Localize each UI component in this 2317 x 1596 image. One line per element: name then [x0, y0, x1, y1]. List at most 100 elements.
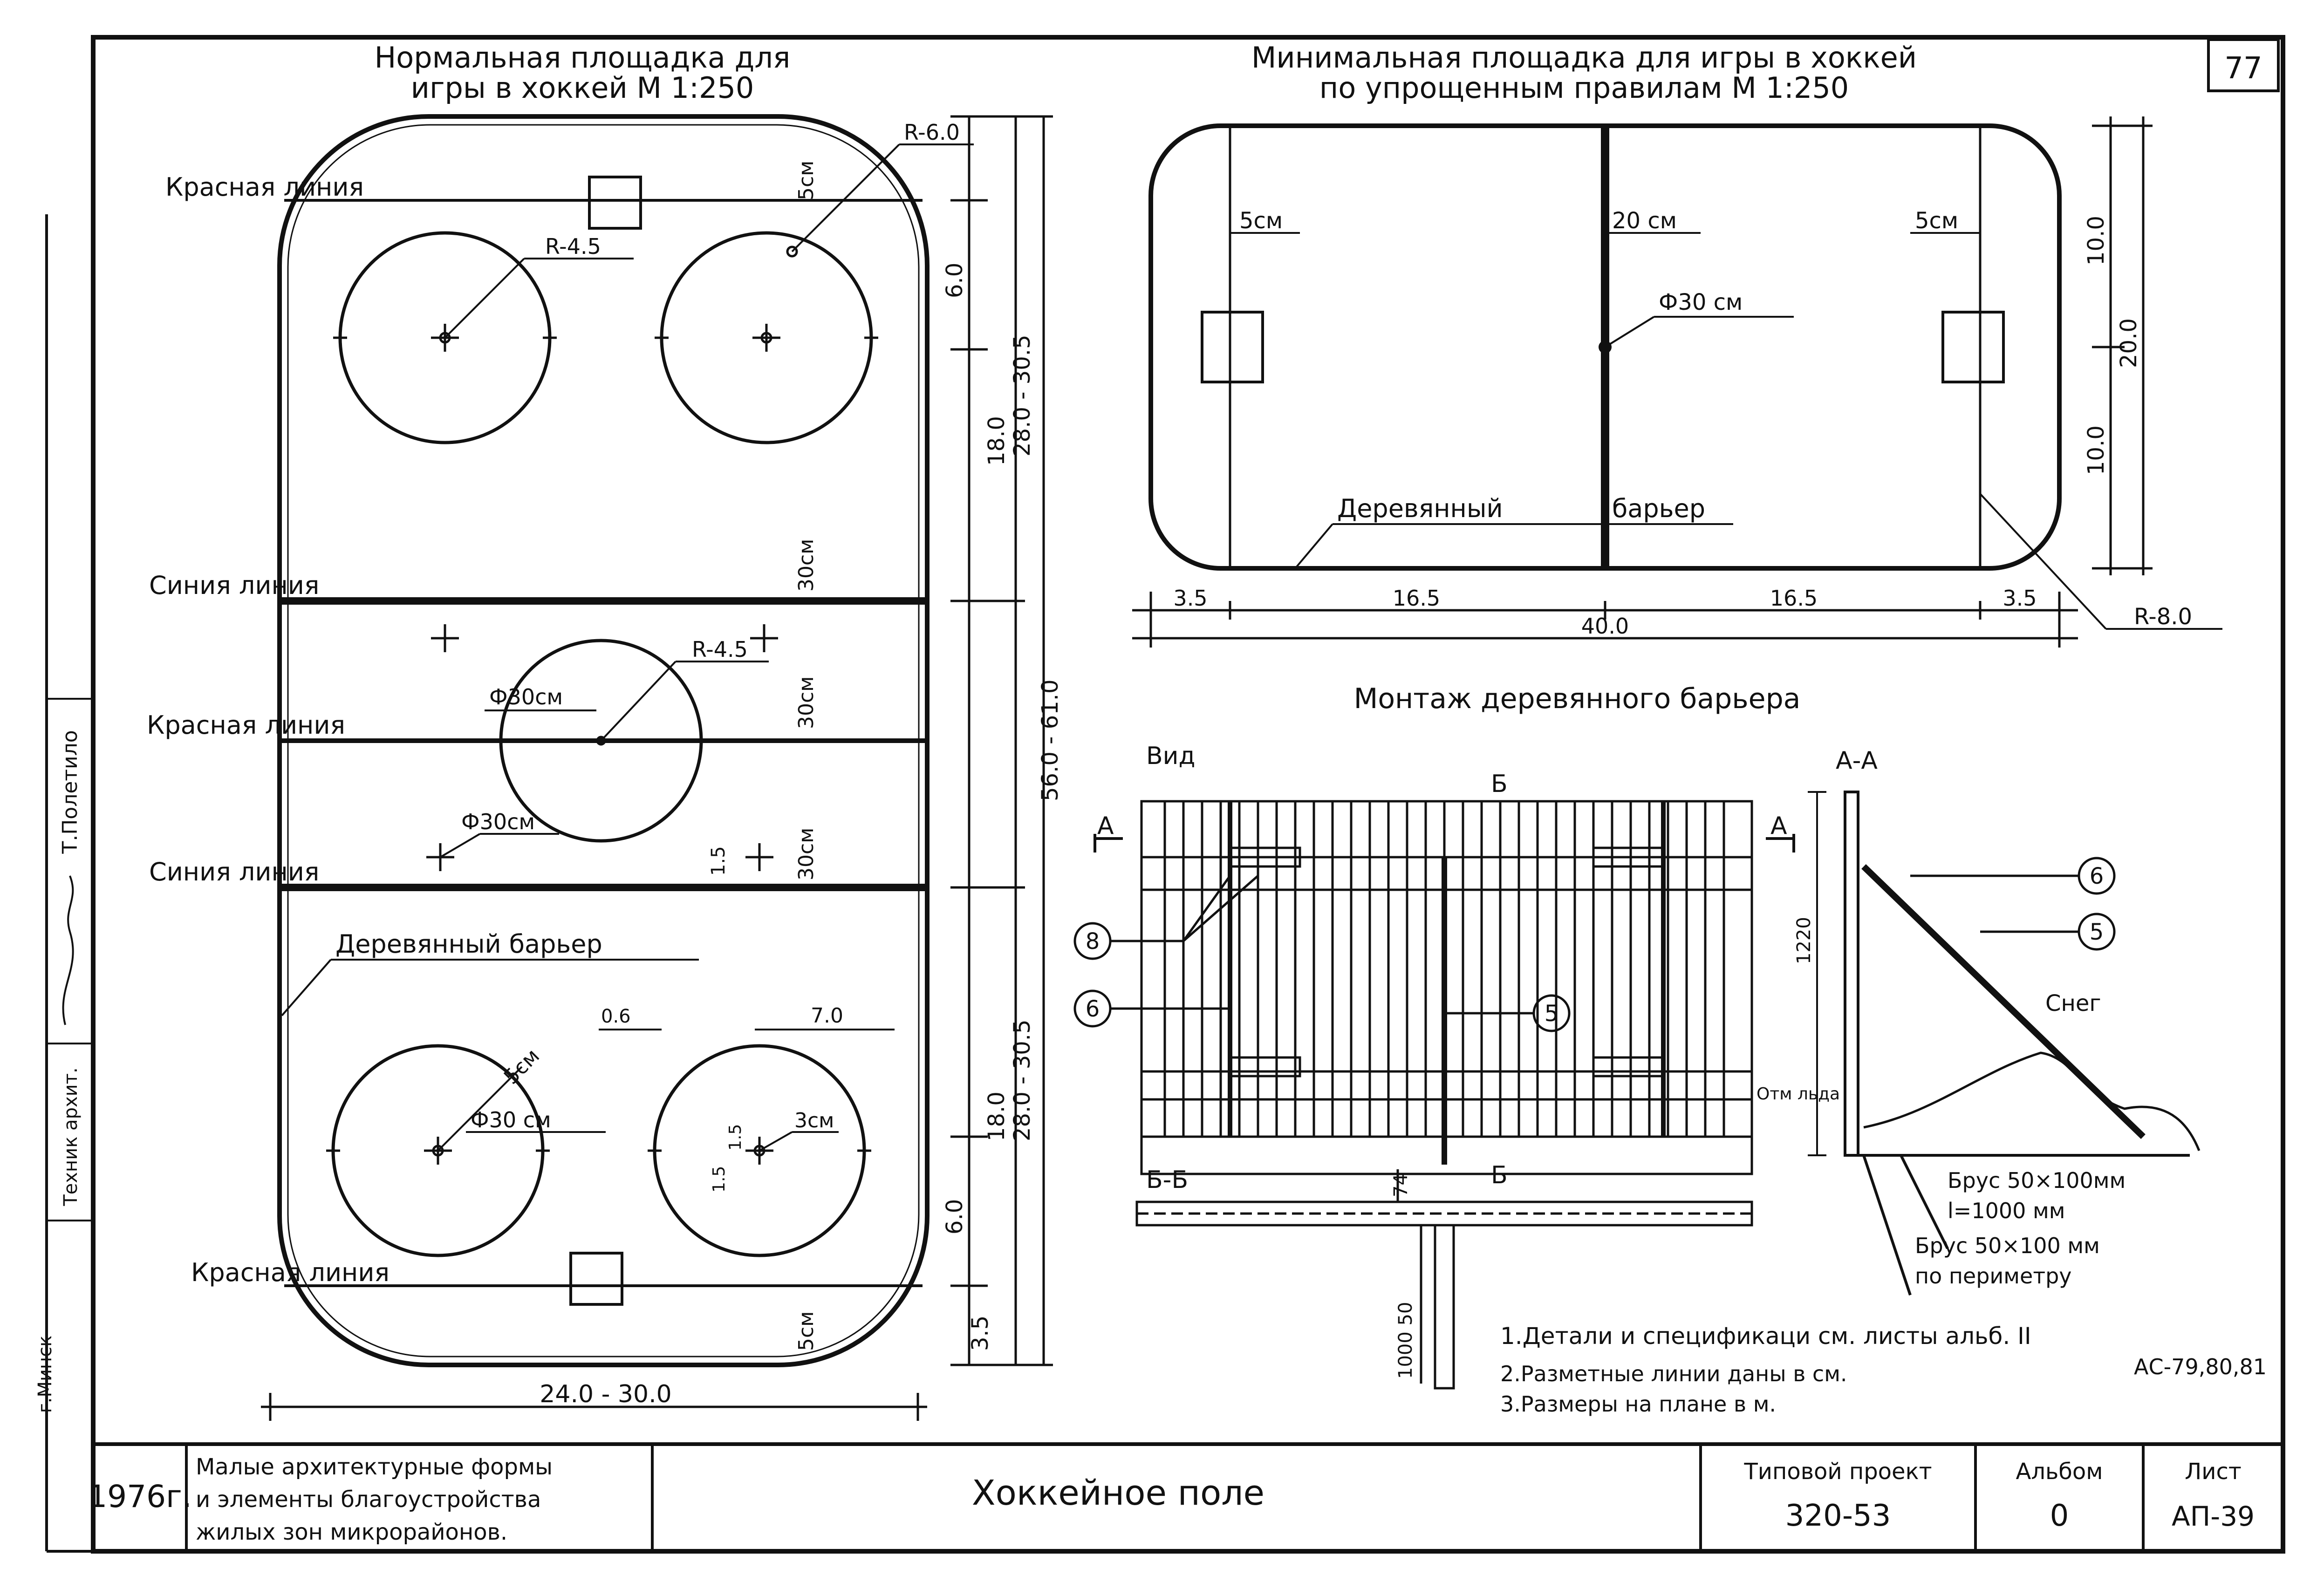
- barrier-title: Монтаж деревянного барьера: [1354, 682, 1801, 715]
- cm5-top-label: 5см: [794, 161, 818, 200]
- cm5-bottom-label: 5см: [794, 1311, 818, 1351]
- cut-a-right: А: [1770, 812, 1787, 840]
- typical-project-value: 320-53: [1785, 1499, 1891, 1533]
- note-3: 3.Размеры на плане в м.: [1500, 1391, 1776, 1417]
- min-dim-10-bottom: 10.0: [2083, 425, 2109, 475]
- city-label: г.Минск: [34, 1336, 56, 1413]
- minimal-rink-plan: Минимальная площадка для игры в хоккей п…: [1132, 41, 2222, 648]
- goal-bottom: [569, 1252, 623, 1306]
- callout-5-right: 5: [2090, 919, 2104, 945]
- cm30-c-label: 30см: [794, 828, 818, 880]
- note-2: 2.Разметные линии даны в см.: [1500, 1361, 1847, 1386]
- radius-6-label: R-6.0: [904, 120, 960, 145]
- title-block: 1976г. Малые архитектурные формы и элеме…: [88, 1442, 2283, 1551]
- red-line-bottom-label: Красная линия: [191, 1258, 390, 1287]
- normal-rink-title-1: Нормальная площадка для: [375, 41, 791, 75]
- callout-6-right: 6: [2090, 863, 2104, 889]
- min-barrier-b: барьер: [1612, 494, 1705, 523]
- snow-label: Снег: [2045, 990, 2101, 1016]
- section-bb: [1135, 1169, 1753, 1390]
- center-dot-label: Ф30см: [489, 684, 563, 709]
- min-20cm: 20 см: [1612, 208, 1677, 234]
- sheet-label: Лист: [2185, 1459, 2242, 1485]
- min-goal-right: [1941, 311, 2005, 383]
- beam2-line1: Брус 50×100 мм: [1915, 1233, 2100, 1258]
- dim-74: 74: [1390, 1173, 1412, 1197]
- dim-56-61: 56.0 - 61.0: [1037, 679, 1063, 801]
- min-dim-35-right: 3.5: [2003, 586, 2037, 611]
- beam2-line2: по периметру: [1915, 1263, 2072, 1289]
- cm3-label: 3см: [794, 1109, 834, 1132]
- goal-top: [588, 176, 642, 230]
- album-label: Альбом: [2016, 1459, 2103, 1485]
- center-circle: [499, 639, 703, 843]
- sheet-title: Хоккейное поле: [972, 1473, 1264, 1513]
- normal-rink-title-2: игры в хоккей М 1:250: [411, 71, 754, 105]
- dim-width: 24.0 - 30.0: [540, 1380, 671, 1408]
- dim-70-label: 7.0: [811, 1004, 843, 1028]
- ice-mark-label: Отм льда: [1757, 1084, 1840, 1104]
- cut-a-left: А: [1097, 812, 1114, 840]
- normal-rink-boards: [277, 114, 930, 1367]
- min-5cm-left: 5см: [1239, 208, 1283, 234]
- dim-15-label: 1.5: [708, 846, 729, 876]
- lower-dot-label: Ф30 см: [471, 1107, 551, 1132]
- min-dot-label: Ф30 см: [1659, 289, 1743, 315]
- note-1b: АС-79,80,81: [2134, 1354, 2267, 1379]
- blue-dot-label: Ф30см: [461, 809, 535, 834]
- view-label: Вид: [1146, 742, 1195, 770]
- min-dim-165-left: 16.5: [1393, 586, 1440, 611]
- section-bb-label: Б-Б: [1146, 1166, 1188, 1194]
- cut-b-bottom: Б: [1491, 1161, 1508, 1189]
- section-aa: [1808, 791, 2201, 1296]
- album-value: 0: [2050, 1499, 2069, 1533]
- min-dim-40: 40.0: [1581, 614, 1629, 639]
- cm30-a-label: 30см: [794, 539, 818, 592]
- radius-45-center-label: R-4.5: [692, 637, 748, 662]
- sheet-frame: [45, 35, 2285, 1554]
- min-rink-title-2: по упрощенным правилам М 1:250: [1319, 71, 1849, 105]
- normal-rink-plan: Нормальная площадка для игры в хоккей М …: [147, 41, 1063, 1421]
- dim-15b-label: 1.5: [710, 1166, 729, 1193]
- beam1-line1: Брус 50×100мм: [1948, 1168, 2126, 1193]
- min-dim-165-right: 16.5: [1770, 586, 1818, 611]
- year: 1976г.: [88, 1479, 192, 1514]
- callout-6: 6: [1086, 996, 1100, 1022]
- barrier-mounting: Монтаж деревянного барьера Вид А А Б Б: [1073, 682, 2201, 1390]
- min-barrier-a: Деревянный: [1337, 494, 1503, 523]
- dim-6-bottom: 6.0: [942, 1199, 968, 1235]
- barrier-label: Деревянный барьер: [335, 929, 602, 959]
- min-rink-boards: [1148, 123, 2062, 571]
- min-dim-20: 20.0: [2116, 318, 2142, 368]
- dim-06-label: 0.6: [601, 1006, 631, 1027]
- sheet-value: АП-39: [2172, 1501, 2255, 1532]
- project-desc-2: и элементы благоустройства: [196, 1487, 541, 1513]
- project-desc-3: жилых зон микрорайонов.: [196, 1519, 507, 1545]
- sheet-number-box: 77: [2207, 38, 2280, 92]
- beam1-line2: l=1000 мм: [1948, 1198, 2065, 1223]
- blue-line-top-label: Синия линия: [149, 571, 319, 600]
- dim-1220: 1220: [1793, 917, 1815, 964]
- red-line-top-label: Красная линия: [165, 172, 364, 202]
- author-role: Техник архит.: [60, 1067, 82, 1206]
- min-dim-10-top: 10.0: [2083, 216, 2109, 266]
- callout-8: 8: [1086, 928, 1100, 955]
- notes: 1.Детали и спецификаци см. листы альб. I…: [1500, 1323, 2267, 1417]
- dim-15c-label: 1.5: [726, 1124, 745, 1151]
- min-goal-left: [1201, 311, 1264, 383]
- cm30-b-label: 30см: [794, 676, 818, 729]
- cut-b-top: Б: [1491, 770, 1508, 798]
- dim-18-bottom: 18.0: [984, 1091, 1010, 1141]
- min-rink-title-1: Минимальная площадка для игры в хоккей: [1251, 41, 1917, 75]
- left-strip: Т.Полетило Техник архит. г.Минск: [34, 698, 93, 1413]
- section-aa-label: А-А: [1836, 747, 1878, 775]
- red-line-center-label: Красная линия: [147, 710, 345, 740]
- dim-28-bottom: 28.0 - 30.5: [1009, 1019, 1035, 1141]
- sheet-number: 77: [2224, 51, 2262, 86]
- project-desc-1: Малые архитектурные формы: [196, 1454, 553, 1480]
- note-1: 1.Детали и спецификаци см. листы альб. I…: [1500, 1323, 2031, 1350]
- dim-6-top: 6.0: [942, 263, 968, 298]
- radius-45-top-label: R-4.5: [545, 234, 601, 259]
- dim-28-top: 28.0 - 30.5: [1009, 334, 1035, 457]
